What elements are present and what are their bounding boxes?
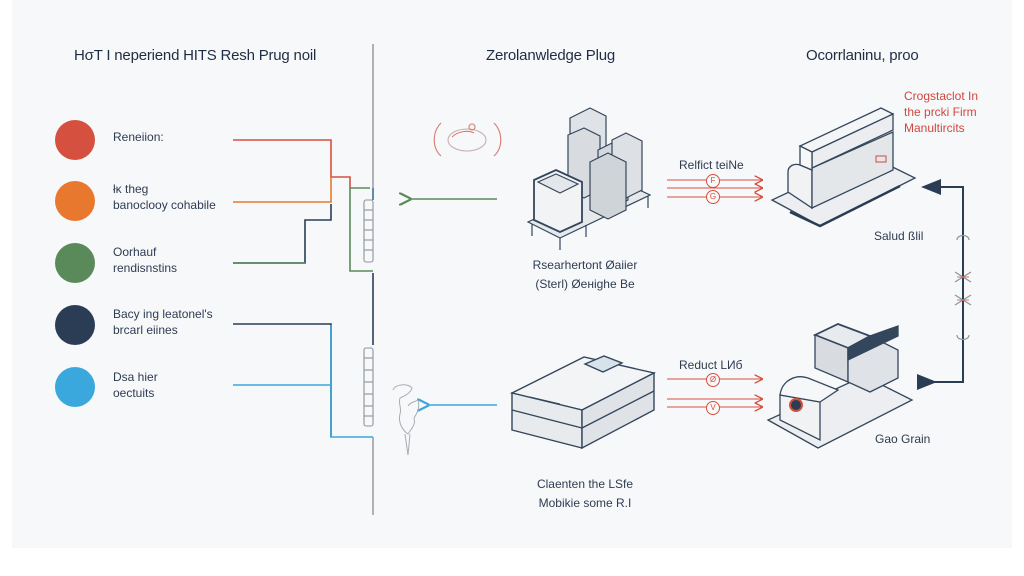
wire-green-bus <box>349 187 373 272</box>
connector-strip-top <box>363 199 374 263</box>
legend-dot-red <box>55 120 95 160</box>
link-badge: F <box>706 174 720 188</box>
center-section-title: Zerolanwledge Plug <box>486 47 615 64</box>
return-loop <box>917 179 972 390</box>
battery-rack-caption: Rsearhertont Øaiier (Sterl) Øeнighe Be <box>532 258 638 291</box>
link-badge: V <box>706 401 720 415</box>
link-badge: G <box>706 190 720 204</box>
legend-label: Reneiion: <box>113 130 164 144</box>
top-link-label: Relfict teiNe <box>679 158 744 172</box>
battery-rack-device <box>526 107 652 250</box>
legend-dot-green <box>55 243 95 283</box>
wire-red <box>233 139 351 188</box>
map-region-icon <box>392 384 420 456</box>
wire-sky <box>233 325 373 438</box>
legend-dot-sky <box>55 367 95 407</box>
left-section-title: HσT I neperiend HITS Resh Prug noil <box>74 47 317 64</box>
bottom-right-unit-device <box>766 323 914 449</box>
diagram-canvas <box>12 0 1012 548</box>
legend-dot-orange <box>55 181 95 221</box>
wire-orange <box>233 177 332 203</box>
signal-icon <box>433 122 502 157</box>
wire-navy <box>233 323 332 437</box>
bottom-link-label: Reduct LИб <box>679 358 743 372</box>
bottom-unit-caption: Gao Grain <box>875 432 931 446</box>
legend-label: Bacy ing leatonel's brcarl eiines <box>113 307 213 337</box>
storage-box-device <box>509 355 657 450</box>
legend-label: Dsa hier oectuits <box>113 370 158 400</box>
wire-navy-left <box>233 204 332 264</box>
link-badge: Ø <box>706 373 720 387</box>
top-right-unit-device <box>770 107 917 228</box>
top-unit-caption: Salud ßlil <box>874 229 924 243</box>
legend-dot-navy <box>55 305 95 345</box>
right-section-title: Ocorrlaninu, proo <box>806 47 919 64</box>
storage-box-caption: Claenten the LSfe Mobikie some R.I <box>536 477 634 510</box>
top-unit-note: Crogstaclot In the prcki Firm Manultirci… <box>904 89 979 135</box>
legend-label: łκ theg banoclooy cohabile <box>113 182 216 212</box>
legend-label: Oorhauf rendisnstins <box>113 245 178 275</box>
connector-strip-bottom <box>363 347 374 427</box>
